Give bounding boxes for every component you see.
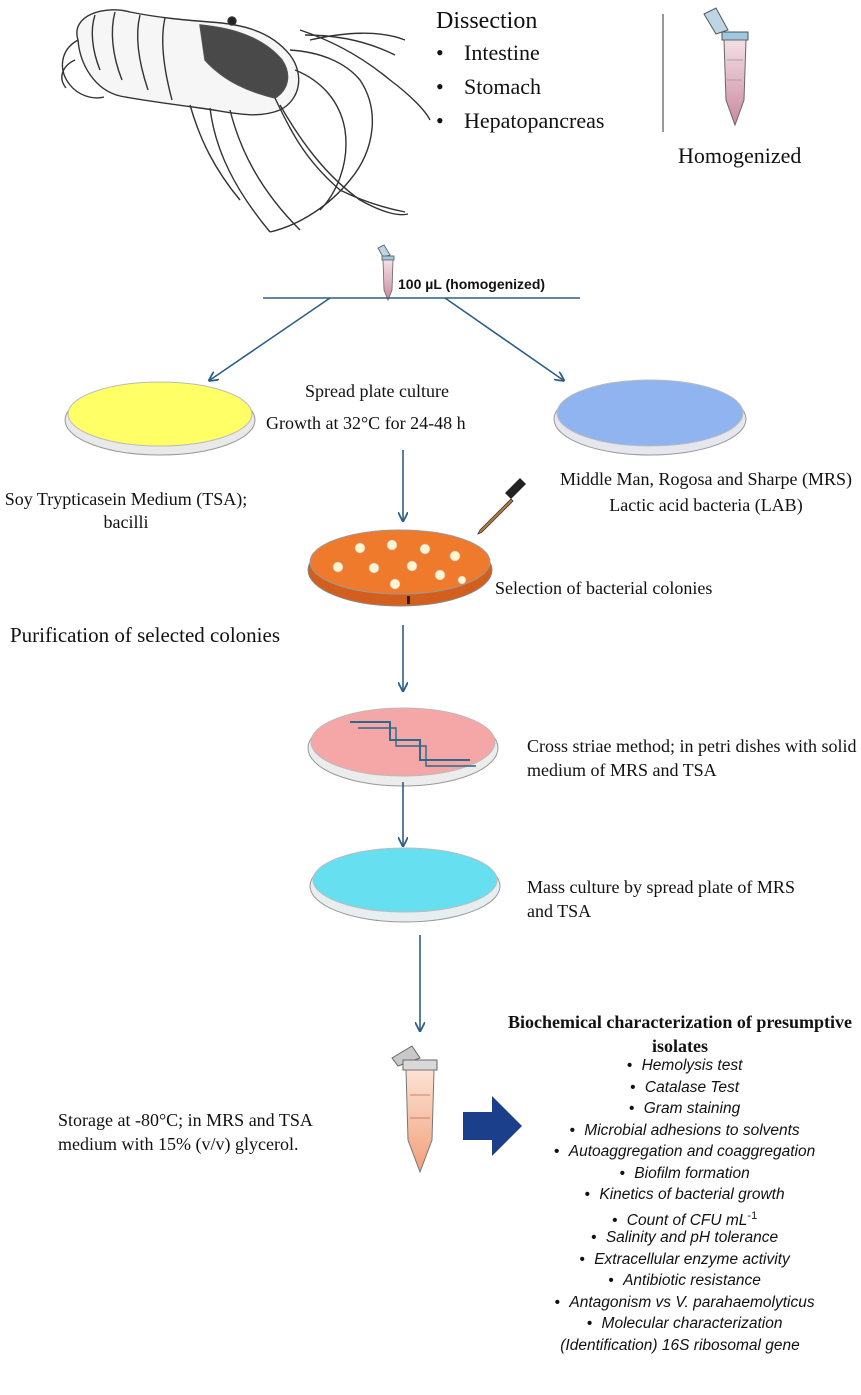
biochem-item-continued: (Identification) 16S ribosomal gene	[560, 1336, 800, 1354]
cross-striae-plate	[307, 707, 499, 787]
storage-tube-icon	[391, 1045, 438, 1174]
sample-volume-label: 100 µL (homogenized)	[398, 276, 546, 292]
selection-label: Selection of bacterial colonies	[495, 578, 713, 598]
biochem-item: •Biofilm formation	[619, 1164, 750, 1182]
biochem-item: •Hemolysis test	[626, 1057, 743, 1074]
biochem-item: •Microbial adhesions to solvents	[569, 1121, 800, 1139]
arrow-to-mrs	[444, 297, 563, 380]
mass-culture-label: Mass culture by spread plate of MRS and …	[527, 877, 795, 921]
biochem-item: •Molecular characterization	[586, 1315, 783, 1332]
dissection-title: Dissection	[436, 8, 538, 34]
biochem-item: •Autoaggregation and coaggregation	[554, 1143, 816, 1160]
biochem-item: •Count of CFU mL-1	[612, 1209, 758, 1229]
mrs-medium-label: Middle Man, Rogosa and Sharpe (MRS) Lact…	[560, 469, 852, 515]
storage-label: Storage at -80°C; in MRS and TSA medium …	[58, 1110, 312, 1154]
big-right-arrow-icon	[463, 1096, 522, 1156]
sample-tube-icon	[377, 244, 395, 302]
tsa-medium-label: Soy Trypticasein Medium (TSA); bacilli	[4, 489, 248, 532]
biochem-item: •Catalase Test	[630, 1078, 740, 1096]
dissection-item: Intestine	[436, 40, 604, 74]
dissection-item: Hepatopancreas	[436, 108, 604, 142]
biochem-title: Biochemical characterization of presumpt…	[507, 1012, 853, 1056]
biochem-list: •Hemolysis test •Catalase Test •Gram sta…	[500, 1055, 860, 1356]
arrow-to-tsa	[210, 297, 331, 380]
cfu-superscript: -1	[747, 1209, 758, 1222]
biochem-item: •Extracellular enzyme activity	[579, 1250, 790, 1268]
shrimp-illustration	[61, 9, 431, 233]
colony-plate	[307, 529, 493, 607]
homogenized-label: Homogenized	[678, 143, 802, 168]
cross-striae-label: Cross striae method; in petri dishes wit…	[527, 736, 857, 780]
tsa-plate	[64, 381, 256, 456]
dissection-item: Stomach	[436, 74, 604, 108]
biochem-item: •Salinity and pH tolerance	[591, 1229, 779, 1246]
mass-culture-plate	[309, 847, 501, 923]
biochem-item: •Antagonism vs V. parahaemolyticus	[554, 1293, 815, 1311]
inoculation-loop-icon	[477, 478, 526, 535]
purification-label: Purification of selected colonies	[10, 623, 280, 647]
biochem-item: •Gram staining	[629, 1100, 741, 1117]
mrs-plate	[553, 379, 747, 456]
biochem-item: •Antibiotic resistance	[608, 1272, 761, 1289]
dissection-list: Intestine Stomach Hepatopancreas	[436, 40, 604, 142]
spread-plate-label: Spread plate culture	[305, 381, 449, 401]
homogenized-tube-icon	[703, 7, 749, 127]
growth-condition-label: Growth at 32°C for 24-48 h	[266, 413, 466, 433]
biochem-item: •Kinetics of bacterial growth	[584, 1186, 785, 1203]
